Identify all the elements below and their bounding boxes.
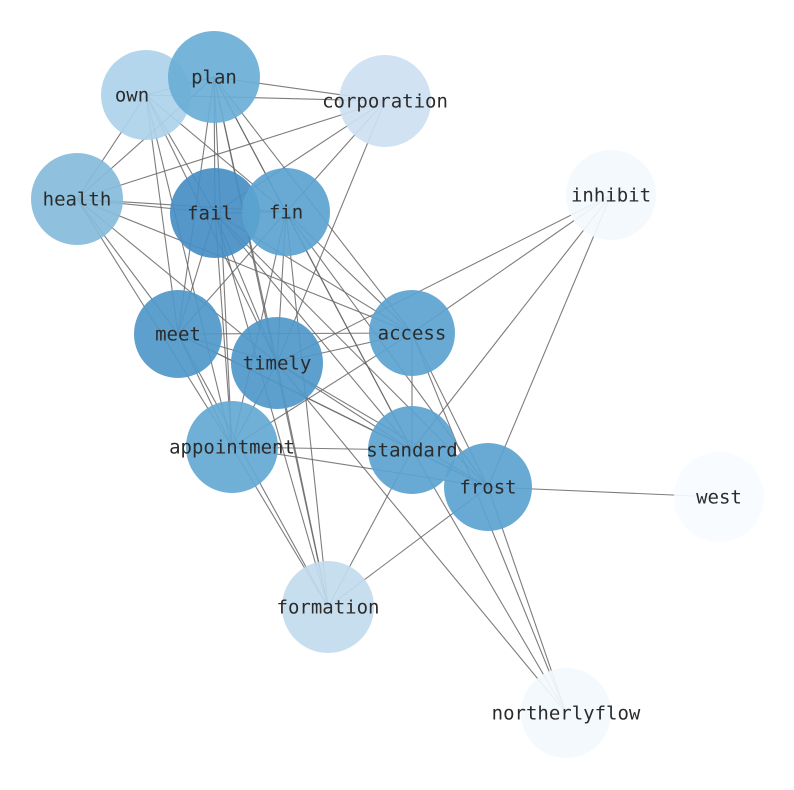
graph-node-inhibit[interactable] — [566, 150, 656, 240]
graph-node-standard[interactable] — [368, 406, 456, 494]
graph-edge — [76, 198, 413, 334]
graph-node-fin[interactable] — [242, 168, 330, 256]
graph-edge — [411, 449, 567, 714]
graph-edge — [411, 194, 612, 451]
graph-edge — [213, 76, 233, 448]
graph-node-label-health: health — [43, 189, 112, 211]
graph-edge — [276, 194, 612, 364]
graph-node-timely[interactable] — [231, 317, 323, 409]
graph-node-formation[interactable] — [282, 561, 374, 653]
graph-node-label-inhibit: inhibit — [571, 185, 651, 207]
graph-node-label-appointment: appointment — [169, 437, 295, 459]
graph-node-label-timely: timely — [243, 353, 312, 375]
graph-node-meet[interactable] — [134, 290, 222, 378]
graph-node-label-fail: fail — [187, 203, 233, 225]
graph-edge — [285, 211, 329, 608]
graph-node-label-frost: frost — [459, 477, 516, 499]
graph-edge — [214, 212, 329, 608]
graph-edge — [276, 100, 386, 364]
graph-edge — [145, 94, 233, 448]
graph-node-access[interactable] — [369, 290, 455, 376]
graph-node-label-own: own — [115, 85, 149, 107]
graph-node-label-west: west — [696, 487, 742, 509]
graph-edge — [285, 211, 413, 451]
graph-node-label-fin: fin — [269, 202, 303, 224]
graph-node-label-meet: meet — [155, 324, 201, 346]
graph-edge — [487, 194, 612, 488]
graph-node-appointment[interactable] — [186, 401, 278, 493]
graph-node-label-plan: plan — [191, 67, 237, 89]
graph-node-fail[interactable] — [170, 168, 260, 258]
graph-node-label-formation: formation — [277, 597, 380, 619]
graph-node-frost[interactable] — [444, 443, 532, 531]
graph-edge — [276, 362, 567, 714]
graph-node-label-northerlyflow: northerlyflow — [492, 703, 641, 725]
graph-node-health[interactable] — [31, 153, 123, 245]
graph-node-label-standard: standard — [366, 440, 458, 462]
graph-node-northerlyflow[interactable] — [521, 668, 611, 758]
graph-node-label-corporation: corporation — [322, 91, 448, 113]
node-labels-layer: own plan corporation health fail fin meet timel… — [43, 67, 742, 725]
graph-node-west[interactable] — [674, 452, 764, 542]
graph-node-plan[interactable] — [168, 31, 260, 123]
nodes-layer — [31, 31, 764, 758]
graph-edge — [214, 212, 413, 451]
graph-node-corporation[interactable] — [339, 55, 431, 147]
graph-edge — [76, 100, 386, 200]
graph-node-label-access: access — [378, 323, 447, 345]
